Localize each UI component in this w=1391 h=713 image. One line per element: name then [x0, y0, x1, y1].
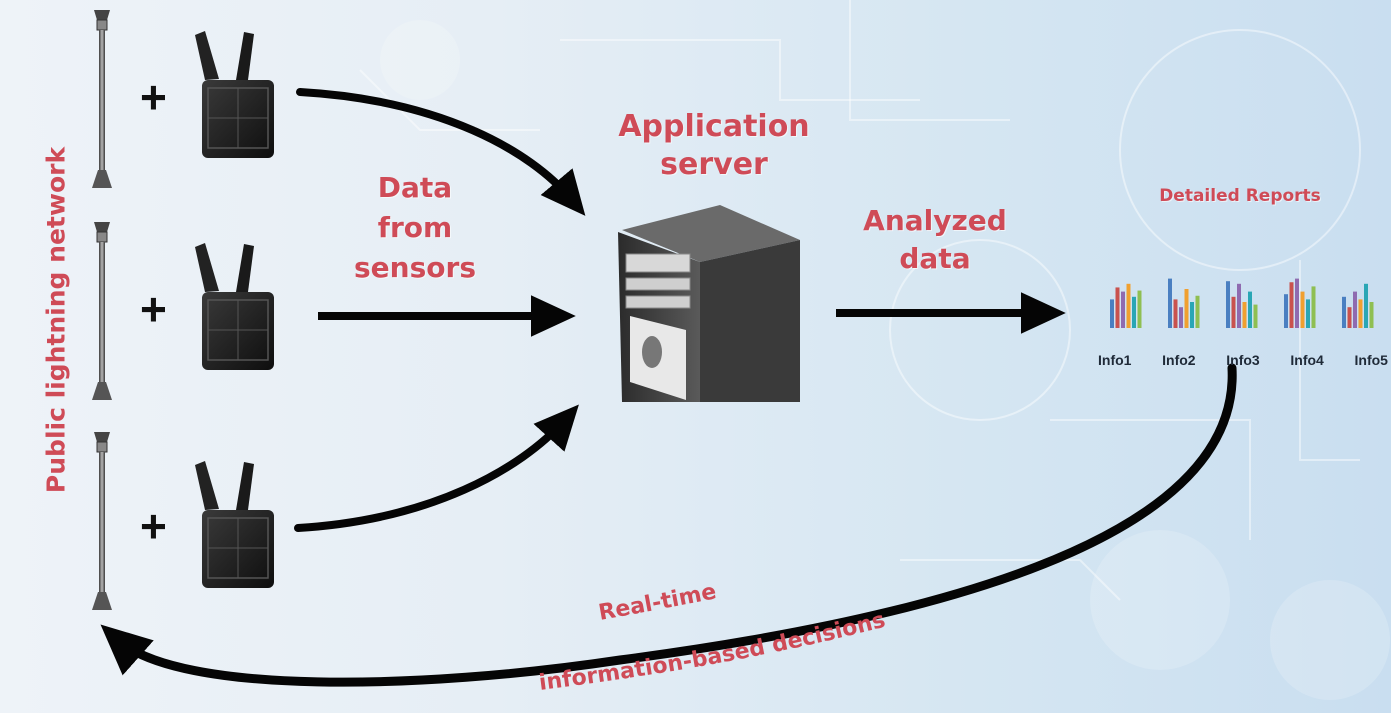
- analyzed-data-label: Analyzed data: [840, 202, 1030, 278]
- report-bar: [1231, 296, 1236, 328]
- application-server-icon: [618, 205, 800, 402]
- plus-sign-2: +: [140, 283, 167, 335]
- report-info-labels: Info1 Info2 Info3 Info4 Info5: [1098, 352, 1388, 368]
- report-bar: [1342, 296, 1346, 328]
- realtime-label-line1: Real-time: [597, 579, 719, 626]
- report-bar: [1168, 278, 1172, 328]
- report-bar: [1284, 294, 1288, 328]
- arrow-sensor3-to-server: [294, 404, 579, 532]
- report-bar: [1184, 289, 1189, 328]
- plus-sign-3: +: [140, 500, 167, 552]
- street-lamp-3: [92, 432, 112, 610]
- report-bar: [1237, 283, 1241, 328]
- report-bar-groups: [1110, 278, 1374, 328]
- realtime-label-line2-text: information-based decisions: [538, 608, 888, 696]
- report-bar: [1358, 299, 1363, 328]
- report-bar: [1115, 287, 1120, 328]
- report-bar: [1137, 290, 1142, 328]
- sensor-device-1: [195, 31, 274, 158]
- report-bar: [1121, 291, 1125, 328]
- arrow-sensor1-to-server: [296, 88, 586, 216]
- realtime-label-line2: information-based decisions: [538, 608, 888, 696]
- sensor-device-2: [195, 243, 274, 370]
- street-lamp-2: [92, 222, 112, 400]
- report-bar: [1253, 304, 1258, 328]
- data-from-sensors-label: Data from sensors: [330, 168, 500, 288]
- report-bar: [1226, 281, 1230, 328]
- report-bar: [1289, 282, 1294, 328]
- report-bar: [1353, 291, 1357, 328]
- realtime-label-line1-text: Real-time: [597, 579, 719, 626]
- report-bar: [1195, 295, 1200, 328]
- report-bar: [1347, 307, 1352, 328]
- application-server-label: Application server: [594, 108, 834, 184]
- report-info-label: Info4: [1290, 352, 1324, 368]
- plus-sign-1: +: [140, 71, 167, 123]
- report-bar: [1311, 286, 1316, 328]
- report-info-label: Info2: [1162, 352, 1196, 368]
- data-from-sensors-line1: Data: [377, 171, 453, 204]
- application-server-label-line2: server: [660, 147, 768, 182]
- report-bar: [1248, 291, 1252, 328]
- sensor-device-3: [195, 461, 274, 588]
- report-bar: [1132, 296, 1136, 328]
- data-from-sensors-line2: from: [377, 211, 453, 244]
- report-bar: [1364, 283, 1368, 328]
- report-bar: [1300, 291, 1305, 328]
- detailed-reports-label: Detailed Reports: [1159, 186, 1321, 206]
- report-bar: [1190, 302, 1194, 328]
- report-bar: [1179, 307, 1183, 328]
- report-bar: [1173, 299, 1178, 328]
- application-server-label-line1: Application: [618, 109, 810, 144]
- data-from-sensors-line3: sensors: [354, 251, 476, 284]
- report-info-label: Info1: [1098, 352, 1132, 368]
- analyzed-data-line1: Analyzed: [863, 204, 1007, 237]
- report-bar: [1306, 299, 1310, 328]
- report-info-label: Info5: [1354, 352, 1388, 368]
- report-info-label: Info3: [1226, 352, 1260, 368]
- street-lamp-1: [92, 10, 112, 188]
- analyzed-data-line2: data: [899, 242, 971, 275]
- report-bar: [1126, 283, 1131, 328]
- report-bar: [1242, 302, 1247, 328]
- feedback-arrow-to-network: [100, 363, 1237, 687]
- report-bar: [1369, 302, 1374, 328]
- report-bar: [1295, 278, 1299, 328]
- report-bar: [1110, 299, 1114, 328]
